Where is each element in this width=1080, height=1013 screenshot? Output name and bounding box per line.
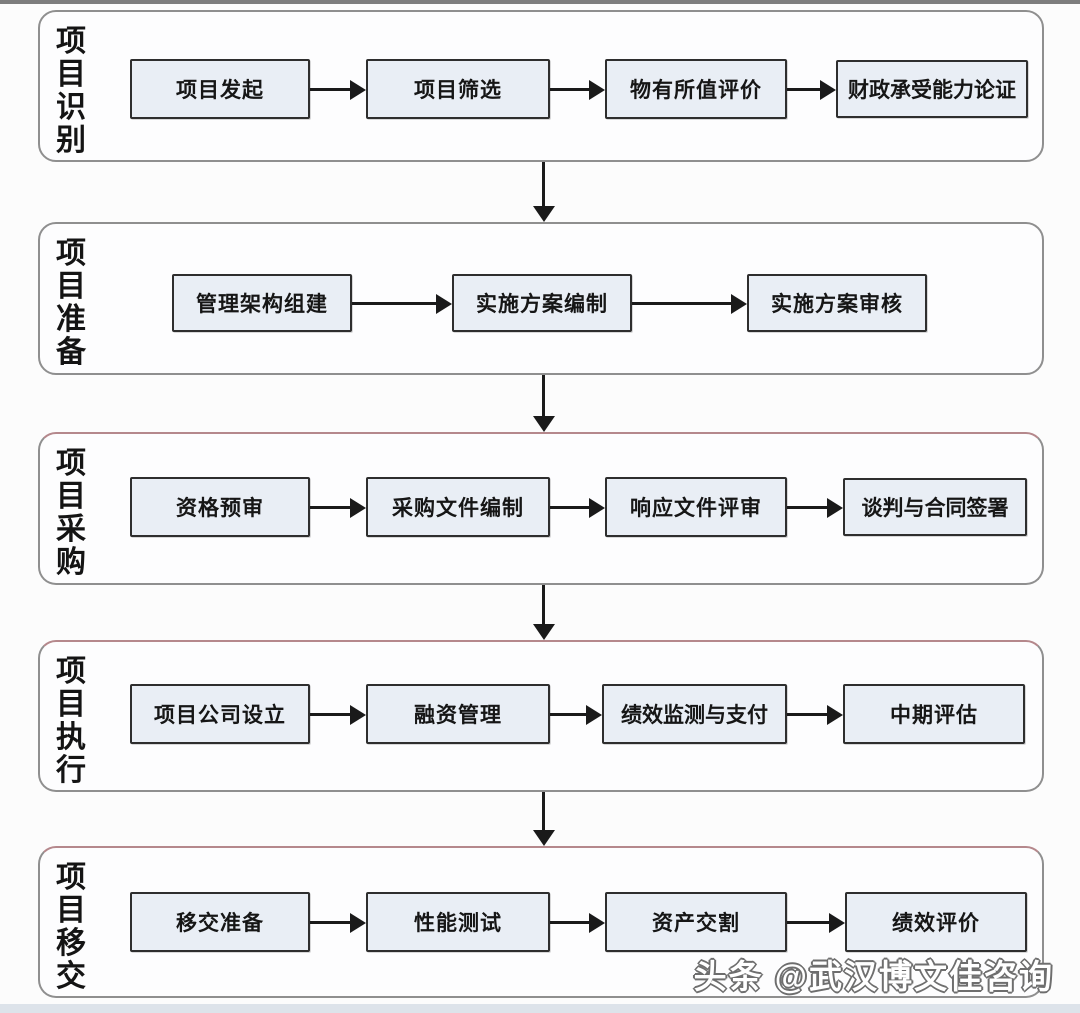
arrow-right-icon: [310, 88, 350, 91]
phase-label: 项目执行: [56, 655, 86, 787]
process-box: 绩效评价: [845, 892, 1027, 952]
arrow-right-icon: [352, 302, 436, 305]
arrow-right-icon: [550, 88, 589, 91]
arrow-right-icon: [310, 921, 350, 924]
process-box: 物有所值评价: [605, 59, 787, 119]
process-box: 绩效监测与支付: [602, 684, 787, 744]
arrow-right-icon: [310, 506, 350, 509]
process-box: 融资管理: [366, 684, 550, 744]
process-box: 资格预审: [130, 477, 310, 537]
arrow-down-icon: [542, 585, 545, 624]
phase-lane-preparation: 项目准备 管理架构组建 实施方案编制 实施方案审核: [38, 222, 1044, 375]
watermark-text: 头条 @武汉博文佳咨询: [693, 958, 1054, 995]
arrow-down-icon: [542, 162, 545, 206]
process-box: 资产交割: [605, 892, 787, 952]
process-box: 管理架构组建: [172, 274, 352, 332]
phase-label: 项目识别: [56, 25, 86, 157]
phase-label: 项目移交: [56, 861, 86, 993]
arrow-right-icon: [787, 921, 829, 924]
process-box: 项目公司设立: [130, 684, 310, 744]
process-box: 采购文件编制: [366, 477, 550, 537]
arrow-down-icon: [542, 375, 545, 416]
process-box: 移交准备: [130, 892, 310, 952]
arrow-right-icon: [787, 713, 827, 716]
arrow-down-icon: [542, 792, 545, 830]
process-box: 项目筛选: [366, 59, 550, 119]
bottom-edge-strip: [0, 1004, 1080, 1013]
phase-lane-handover: 项目移交 移交准备 性能测试 资产交割 绩效评价: [38, 846, 1044, 998]
phase-lane-execution: 项目执行 项目公司设立 融资管理 绩效监测与支付 中期评估: [38, 640, 1044, 792]
arrow-right-icon: [550, 713, 586, 716]
process-box: 中期评估: [843, 684, 1025, 744]
process-box: 响应文件评审: [605, 477, 787, 537]
arrow-right-icon: [632, 302, 731, 305]
process-box: 实施方案审核: [747, 274, 927, 332]
process-box: 谈判与合同签署: [843, 478, 1027, 536]
top-edge-line: [0, 0, 1080, 4]
phase-lane-procurement: 项目采购 资格预审 采购文件编制 响应文件评审 谈判与合同签署: [38, 432, 1044, 585]
arrow-right-icon: [787, 88, 820, 91]
phase-label: 项目准备: [56, 237, 86, 369]
phase-label: 项目采购: [56, 447, 86, 579]
arrow-right-icon: [787, 506, 827, 509]
process-box: 项目发起: [130, 59, 310, 119]
phase-lane-identification: 项目识别 项目发起 项目筛选 物有所值评价 财政承受能力论证: [38, 10, 1044, 162]
arrow-right-icon: [550, 506, 589, 509]
process-box: 性能测试: [366, 892, 550, 952]
arrow-right-icon: [550, 921, 589, 924]
process-box: 财政承受能力论证: [836, 60, 1028, 118]
arrow-right-icon: [310, 713, 350, 716]
process-box: 实施方案编制: [452, 274, 632, 332]
